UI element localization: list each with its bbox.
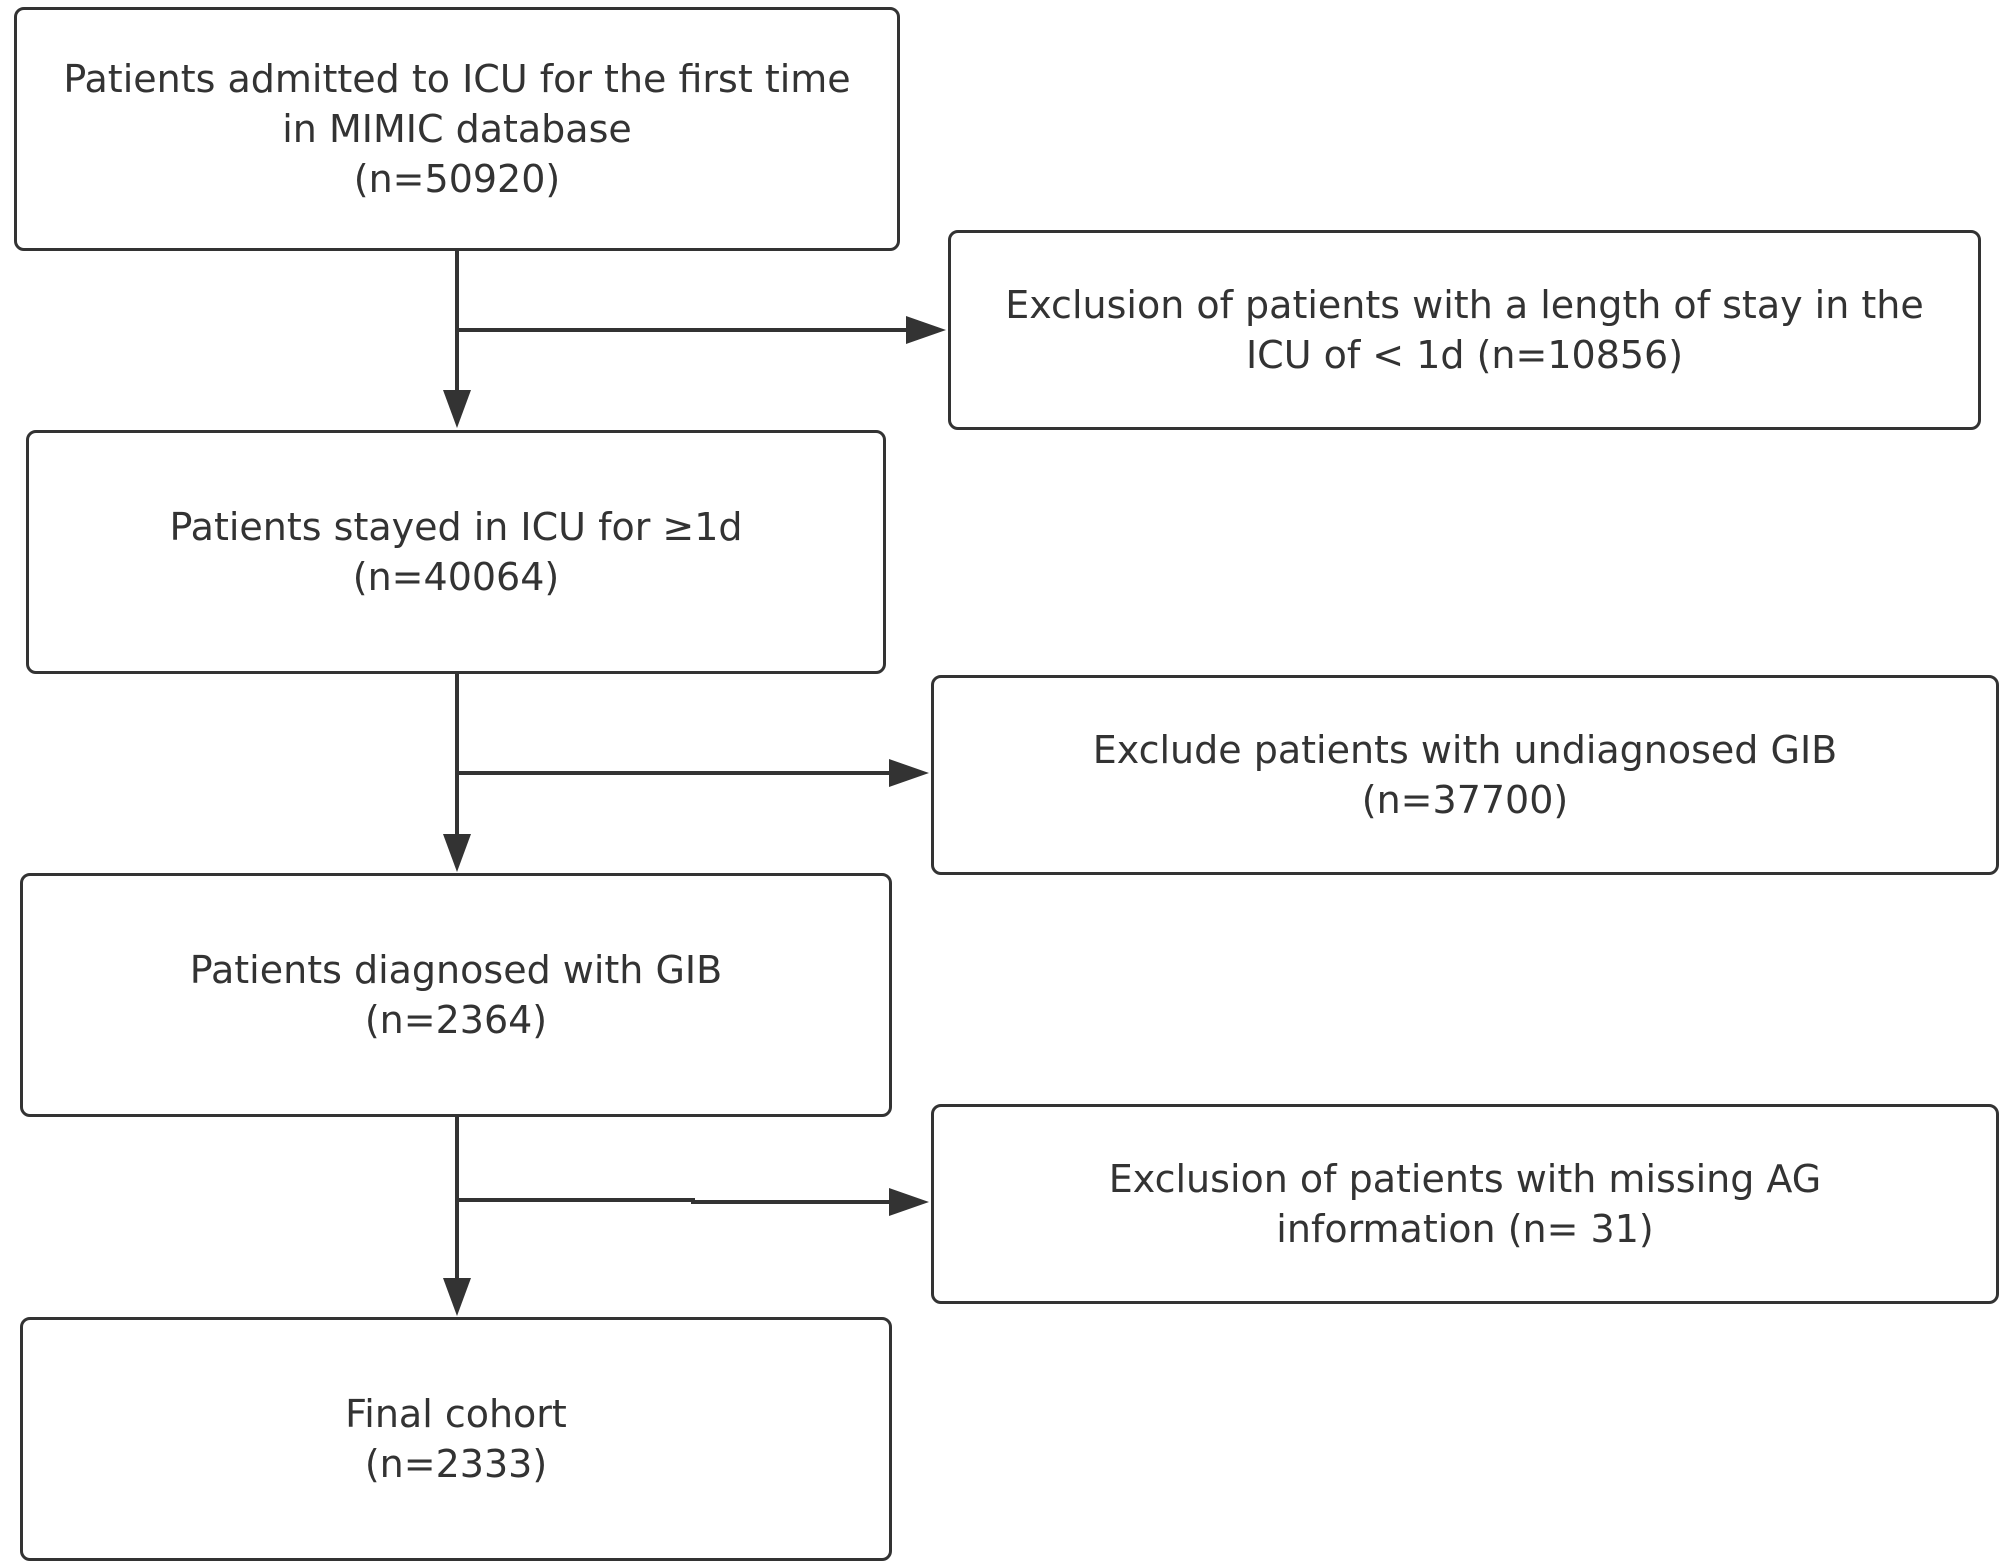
box-line: ICU of < 1d (n=10856) xyxy=(1245,333,1684,377)
box-final-cohort: Final cohort (n=2333) xyxy=(20,1317,892,1561)
arrow-branch-to-exclusion-1 xyxy=(457,316,946,344)
box-exclusion-missing-ag: Exclusion of patients with missing AG in… xyxy=(931,1104,1999,1304)
box-count: (n=2333) xyxy=(364,1442,548,1486)
box-exclusion-missing-ag-text: Exclusion of patients with missing AG in… xyxy=(1109,1154,1821,1254)
box-exclusion-undiagnosed-gib-text: Exclude patients with undiagnosed GIB (n… xyxy=(1093,725,1837,825)
box-initial-icu-admissions-text: Patients admitted to ICU for the first t… xyxy=(63,54,850,204)
box-exclusion-undiagnosed-gib: Exclude patients with undiagnosed GIB (n… xyxy=(931,675,1999,875)
box-line: Patients admitted to ICU for the first t… xyxy=(63,57,851,101)
arrow-gib-to-final xyxy=(443,1117,471,1316)
box-count: (n=37700) xyxy=(1361,778,1569,822)
box-exclusion-short-stay: Exclusion of patients with a length of s… xyxy=(948,230,1981,430)
box-count: (n=40064) xyxy=(352,555,560,599)
box-line: Exclusion of patients with a length of s… xyxy=(1005,283,1924,327)
arrow-start-to-stayed xyxy=(443,251,471,428)
box-line: Patients diagnosed with GIB xyxy=(189,948,723,992)
box-count: (n=2364) xyxy=(364,998,548,1042)
box-stayed-icu-1d-text: Patients stayed in ICU for ≥1d (n=40064) xyxy=(169,502,742,602)
box-stayed-icu-1d: Patients stayed in ICU for ≥1d (n=40064) xyxy=(26,430,886,674)
box-count: (n=50920) xyxy=(353,157,561,201)
box-line: Exclude patients with undiagnosed GIB xyxy=(1092,728,1838,772)
box-initial-icu-admissions: Patients admitted to ICU for the first t… xyxy=(14,7,900,251)
box-line: Exclusion of patients with missing AG xyxy=(1108,1157,1822,1201)
arrow-branch-to-exclusion-3 xyxy=(457,1188,929,1216)
box-line: Final cohort xyxy=(345,1392,567,1436)
arrow-stayed-to-gib xyxy=(443,674,471,872)
box-diagnosed-gib: Patients diagnosed with GIB (n=2364) xyxy=(20,873,892,1117)
box-exclusion-short-stay-text: Exclusion of patients with a length of s… xyxy=(1005,280,1924,380)
box-diagnosed-gib-text: Patients diagnosed with GIB (n=2364) xyxy=(190,945,722,1045)
arrow-branch-to-exclusion-2 xyxy=(457,759,929,787)
box-line: information (n= 31) xyxy=(1276,1207,1654,1251)
box-final-cohort-text: Final cohort (n=2333) xyxy=(345,1389,567,1489)
box-line: in MIMIC database xyxy=(282,107,632,151)
box-line: Patients stayed in ICU for ≥1d xyxy=(169,505,743,549)
